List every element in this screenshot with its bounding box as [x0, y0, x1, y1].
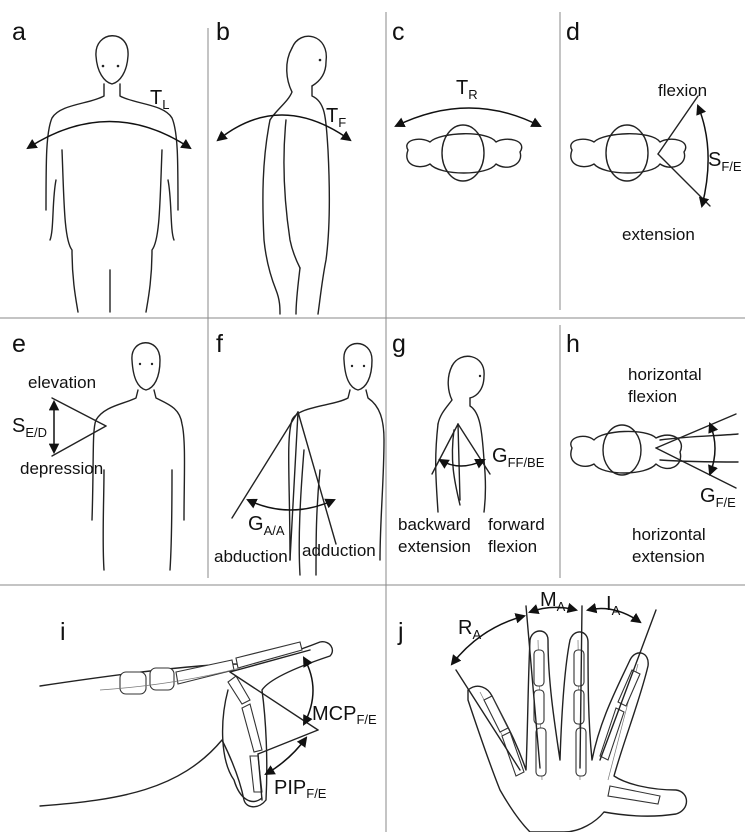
front-body-figure — [46, 36, 178, 312]
figure-label: TL — [150, 87, 169, 112]
side-body-figure-g — [436, 356, 486, 512]
h-sub-label: F/E — [716, 495, 737, 510]
panel-f-letter: f — [216, 330, 223, 358]
panel-e: e elevation depression SE/D — [12, 330, 185, 570]
c-sub-label: R — [468, 87, 477, 102]
figure-label: GFF/BE — [492, 445, 545, 470]
forward-backward-arrow — [440, 460, 484, 466]
h-hflex1-label: horizontal — [628, 365, 702, 384]
top-view-torso — [407, 125, 522, 181]
figure-label: RA — [458, 617, 481, 642]
e-sub-label: E/D — [25, 425, 47, 440]
g-symbol-label: G — [492, 445, 508, 467]
panel-g: g GFF/BE backward extension forward flex… — [392, 330, 545, 556]
side-body-figure — [263, 36, 329, 314]
panel-h-letter: h — [566, 330, 580, 358]
h-hext1-label: horizontal — [632, 525, 706, 544]
figure-label: TF — [326, 105, 346, 130]
g-forward2-label: flexion — [488, 537, 537, 556]
hand-front-figure — [468, 631, 687, 832]
figure-label: PIPF/E — [274, 777, 327, 801]
figure-label: GA/A — [248, 513, 285, 538]
top-view-torso-d — [571, 125, 686, 181]
panel-d-letter: d — [566, 18, 580, 46]
panel-e-letter: e — [12, 330, 26, 358]
panel-a-letter: a — [12, 18, 26, 46]
figure-label: MA — [540, 589, 566, 614]
e-elevation-label: elevation — [28, 373, 96, 392]
panel-dividers — [0, 12, 745, 832]
g-backward2-label: extension — [398, 537, 471, 556]
a-symbol-label: T — [150, 87, 162, 109]
d-extension-label: extension — [622, 225, 695, 244]
j-ra_sub-label: A — [472, 627, 481, 642]
panel-i-letter: i — [60, 618, 66, 646]
figure-label: TR — [456, 77, 478, 102]
j-ia_sub-label: A — [612, 603, 621, 618]
upper-body-figure-e — [92, 343, 185, 570]
figure-label: SF/E — [708, 149, 742, 174]
h-symbol-label: G — [700, 485, 716, 507]
i-pip-label: PIP — [274, 777, 306, 799]
b-sub-label: F — [338, 115, 346, 130]
panel-j: j R — [397, 589, 687, 832]
figure-label: GF/E — [700, 485, 736, 510]
figure-label: SE/D — [12, 415, 47, 440]
d-symbol-label: S — [708, 149, 721, 171]
i-mcp_sub-label: F/E — [356, 712, 377, 727]
j-ma-label: M — [540, 589, 557, 611]
panel-c: c TR — [392, 18, 540, 181]
d-sub-label: F/E — [721, 159, 742, 174]
panel-b-letter: b — [216, 18, 230, 46]
panel-g-letter: g — [392, 330, 406, 358]
e-symbol-label: S — [12, 415, 25, 437]
lateral-tilt-arrow — [28, 122, 190, 149]
abduction-adduction-arrow — [248, 500, 334, 510]
i-mcp-label: MCP — [312, 703, 356, 725]
e-depression-label: depression — [20, 459, 103, 478]
f-abduction-label: abduction — [214, 547, 288, 566]
rotation-arrow — [396, 108, 540, 126]
panel-i: i MCPF/E PIPF/E — [40, 618, 377, 807]
horizontal-flex-ext-arrow — [710, 424, 715, 474]
figure-label: MCPF/E — [312, 703, 377, 727]
finger-bones — [484, 650, 660, 804]
b-symbol-label: T — [326, 105, 338, 127]
panel-d: d flexion extension SF/E — [566, 18, 742, 244]
j-ma_sub-label: A — [557, 599, 566, 614]
f-symbol-label: G — [248, 513, 264, 535]
panel-f: f GA/A abduction adduction — [214, 330, 384, 575]
f-sub-label: A/A — [264, 523, 285, 538]
c-symbol-label: T — [456, 77, 468, 99]
g-sub-label: FF/BE — [508, 455, 545, 470]
panel-h: h horizontal flexion GF/E horizontal ext… — [566, 330, 738, 566]
f-adduction-label: adduction — [302, 541, 376, 560]
d-flexion-label: flexion — [658, 81, 707, 100]
h-hflex2-label: flexion — [628, 387, 677, 406]
panel-j-letter: j — [397, 618, 404, 646]
panel-a: a TL — [12, 18, 190, 312]
a-sub-label: L — [162, 97, 169, 112]
g-backward1-label: backward — [398, 515, 471, 534]
j-ra-label: R — [458, 617, 472, 639]
panel-c-letter: c — [392, 18, 405, 46]
h-hext2-label: extension — [632, 547, 705, 566]
figure-label: IA — [606, 593, 621, 618]
g-forward1-label: forward — [488, 515, 545, 534]
panel-b: b TF — [216, 18, 350, 314]
shoulder-flex-ext-arrow — [698, 106, 708, 206]
i-pip_sub-label: F/E — [306, 786, 327, 801]
